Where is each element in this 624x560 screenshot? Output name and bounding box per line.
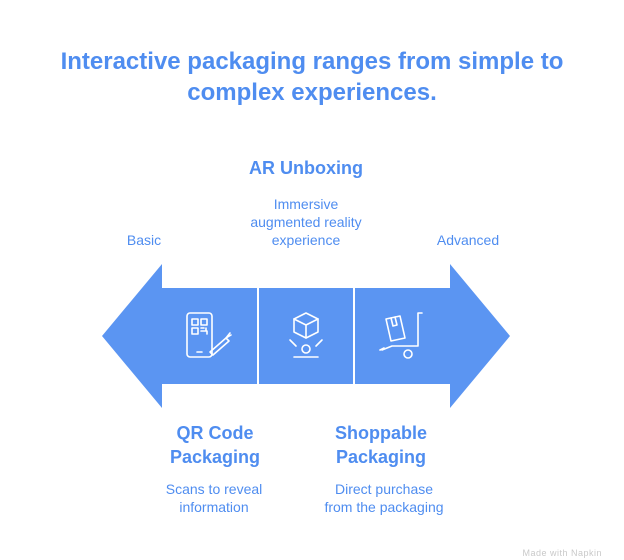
shoppable-heading: Shoppable Packaging — [334, 423, 427, 467]
basic-label: Basic — [126, 232, 162, 248]
ar-unboxing-description: Immersive augmented reality experience — [250, 196, 362, 248]
ar-box-icon — [289, 312, 323, 358]
title-line-1: Interactive packaging ranges from simple… — [60, 48, 564, 75]
shoppable-description: Direct purchase from the packaging — [324, 481, 444, 515]
footer-credit: Made with Napkin — [522, 548, 602, 558]
title-line-2: complex experiences. — [187, 79, 437, 106]
hand-truck-icon — [379, 312, 423, 359]
qr-code-description: Scans to reveal information — [165, 481, 263, 515]
qr-code-heading: QR Code Packaging — [169, 423, 261, 467]
advanced-label: Advanced — [436, 232, 500, 248]
left-arrowhead — [102, 264, 162, 408]
smartphone-qr-icon — [186, 312, 232, 358]
ar-unboxing-heading: AR Unboxing — [249, 158, 363, 178]
diagram-title: Interactive packaging ranges from simple… — [0, 46, 624, 108]
right-arrowhead — [450, 264, 510, 408]
